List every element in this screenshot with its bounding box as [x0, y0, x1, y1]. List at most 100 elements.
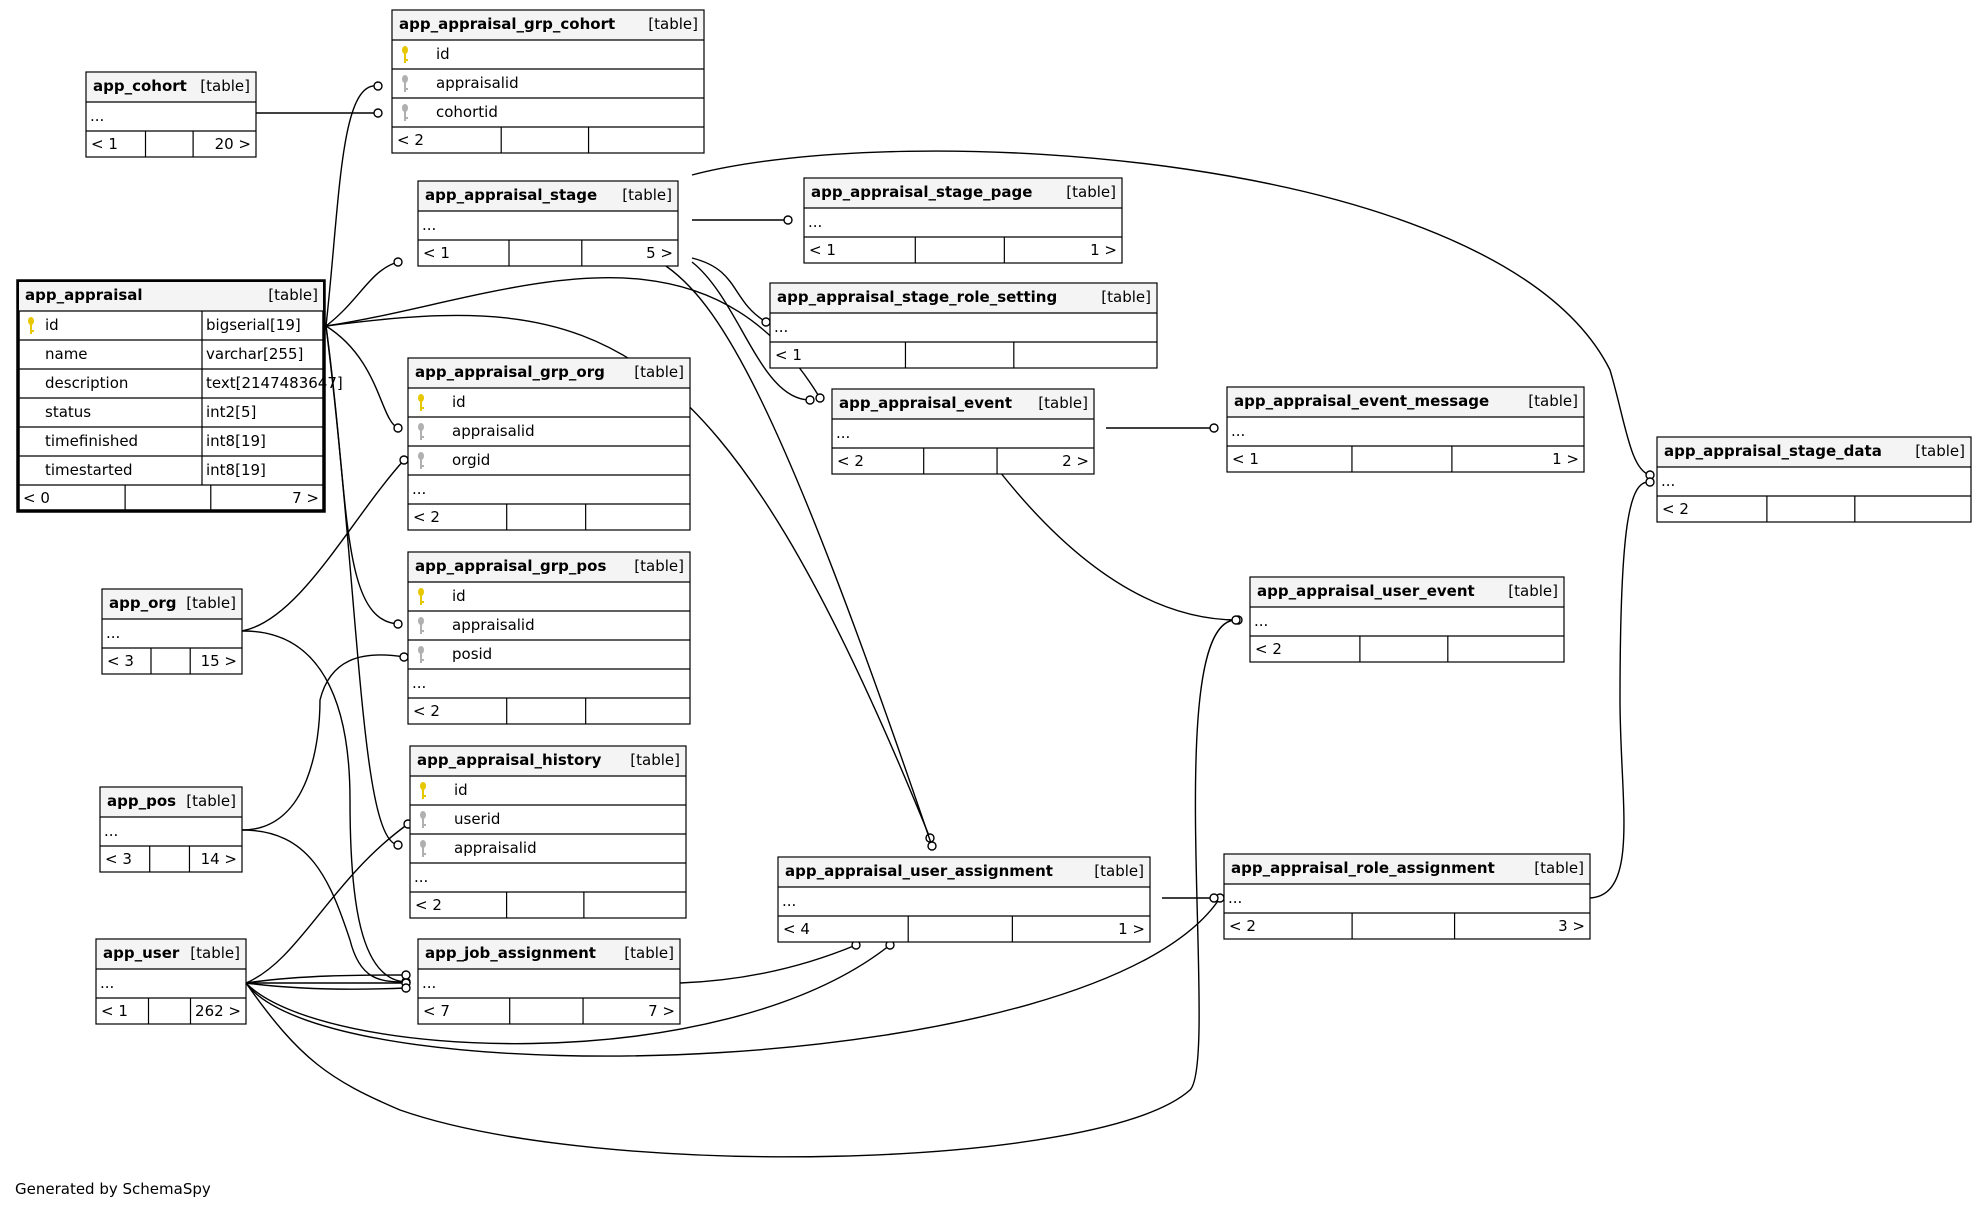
child-count: 15 >: [201, 652, 237, 670]
parent-count: < 1: [775, 346, 802, 364]
column-name: id: [452, 587, 466, 605]
parent-count: < 2: [415, 896, 442, 914]
primary-key-icon: [28, 317, 34, 334]
parent-count: < 1: [101, 1002, 128, 1020]
table-app_appraisal_user_assignment[interactable]: app_appraisal_user_assignment[table]...<…: [777, 856, 1151, 943]
more-columns: ...: [422, 974, 436, 992]
table-type: [table]: [622, 186, 672, 204]
parent-count: < 2: [413, 508, 440, 526]
table-type: [table]: [1528, 392, 1578, 410]
child-count: 1 >: [1552, 450, 1579, 468]
table-header-bg: [409, 553, 689, 582]
table-app_appraisal_grp_org[interactable]: app_appraisal_grp_org[table]idappraisali…: [407, 357, 691, 531]
table-frame: [16, 279, 326, 513]
primary-key-icon: [402, 46, 408, 63]
more-columns: ...: [422, 216, 436, 234]
foreign-key-icon: [418, 617, 424, 634]
more-columns: ...: [90, 107, 104, 125]
parent-count: < 2: [837, 452, 864, 470]
optional-many-marker: [399, 652, 409, 662]
table-name: app_appraisal_role_assignment: [1231, 859, 1495, 877]
optional-many-marker: [1231, 615, 1241, 625]
optional-many-marker: [373, 81, 383, 91]
parent-count: < 2: [413, 702, 440, 720]
table-name: app_appraisal_event_message: [1234, 392, 1489, 410]
table-app_appraisal_event_message[interactable]: app_appraisal_event_message[table]...< 1…: [1226, 386, 1585, 473]
relationship-edge: [999, 471, 1243, 625]
table-app_appraisal_stage_role_setting[interactable]: app_appraisal_stage_role_setting[table].…: [769, 282, 1158, 369]
table-type: [table]: [1066, 183, 1116, 201]
child-count: 20 >: [215, 135, 251, 153]
more-columns: ...: [836, 424, 850, 442]
column-name: id: [436, 45, 450, 63]
optional-many-marker: [1209, 893, 1219, 903]
table-name: app_appraisal_event: [839, 394, 1012, 412]
column-name: timestarted: [45, 461, 133, 479]
table-name: app_cohort: [93, 77, 187, 95]
relationship-edge: [691, 261, 815, 405]
more-columns: ...: [104, 822, 118, 840]
parent-count: < 3: [107, 652, 134, 670]
child-count: 7 >: [292, 489, 319, 507]
table-header-bg: [103, 590, 241, 619]
child-count: 1 >: [1090, 241, 1117, 259]
optional-many-marker: [1209, 423, 1219, 433]
column-name: posid: [452, 645, 492, 663]
table-name: app_appraisal_grp_pos: [415, 557, 606, 575]
more-columns: ...: [414, 868, 428, 886]
parent-count: < 7: [423, 1002, 450, 1020]
table-app_appraisal_role_assignment[interactable]: app_appraisal_role_assignment[table]...<…: [1223, 853, 1591, 940]
column-type: int8[19]: [206, 432, 266, 450]
table-header-bg: [1228, 388, 1583, 417]
table-name: app_appraisal_user_event: [1257, 582, 1475, 600]
table-name: app_job_assignment: [425, 944, 596, 962]
parent-count: < 1: [1232, 450, 1259, 468]
optional-many-marker: [393, 619, 403, 629]
table-type: [table]: [186, 594, 236, 612]
parent-count: < 2: [1255, 640, 1282, 658]
table-name: app_appraisal_stage_page: [811, 183, 1032, 201]
parent-count: < 0: [23, 489, 50, 507]
optional-many-marker: [393, 257, 403, 267]
optional-many-marker: [927, 841, 937, 851]
foreign-key-icon: [418, 423, 424, 440]
parent-count: < 2: [397, 131, 424, 149]
relationship-edge: [325, 325, 403, 850]
table-type: [table]: [186, 792, 236, 810]
table-app_appraisal_history[interactable]: app_appraisal_history[table]iduseridappr…: [409, 745, 687, 919]
table-app_appraisal_grp_cohort[interactable]: app_appraisal_grp_cohort[table]idapprais…: [391, 9, 705, 154]
more-columns: ...: [106, 624, 120, 642]
more-columns: ...: [774, 318, 788, 336]
column-name: description: [45, 374, 128, 392]
foreign-key-icon: [418, 452, 424, 469]
generated-by-footer: Generated by SchemaSpy: [15, 1180, 211, 1198]
table-name: app_appraisal_stage_role_setting: [777, 288, 1057, 306]
more-columns: ...: [412, 480, 426, 498]
column-name: appraisalid: [452, 422, 535, 440]
table-type: [table]: [634, 363, 684, 381]
table-header-bg: [1251, 578, 1563, 607]
table-name: app_user: [103, 944, 180, 962]
relationship-edge: [325, 81, 383, 327]
more-columns: ...: [412, 674, 426, 692]
table-app_appraisal_grp_pos[interactable]: app_appraisal_grp_pos[table]idappraisali…: [407, 551, 691, 725]
table-app_appraisal_user_event[interactable]: app_appraisal_user_event[table]...< 2: [1249, 576, 1565, 663]
table-header-bg: [97, 940, 245, 969]
child-count: 14 >: [201, 850, 237, 868]
child-count: 5 >: [646, 244, 673, 262]
relationship-edge: [679, 940, 861, 984]
relationship-edge: [692, 215, 793, 225]
table-header-bg: [805, 179, 1121, 208]
table-app_appraisal_stage_data[interactable]: app_appraisal_stage_data[table]...< 2: [1656, 436, 1972, 523]
